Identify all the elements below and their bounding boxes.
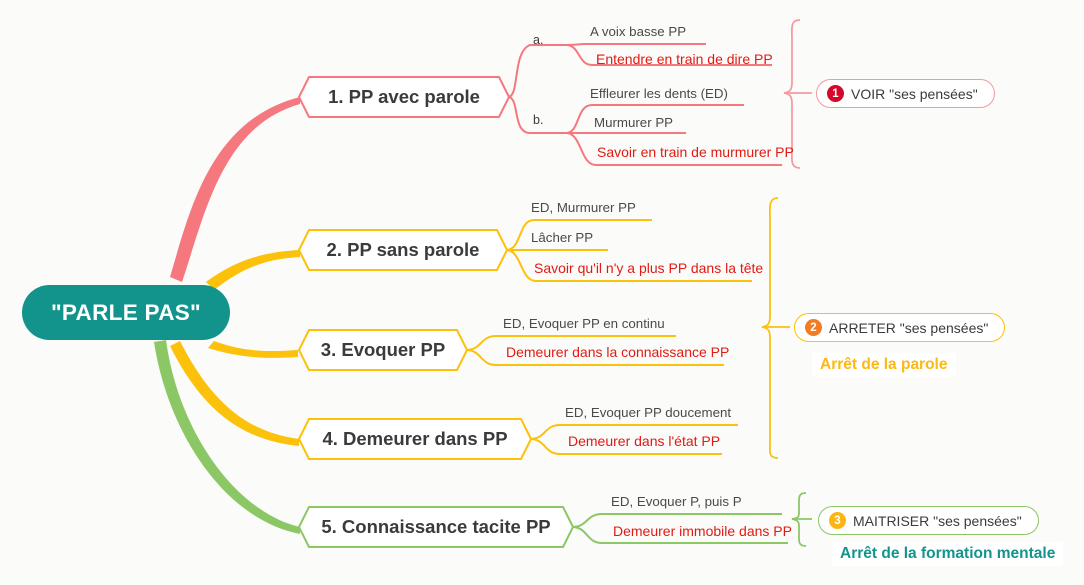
summary-badge-3: 3 xyxy=(829,512,846,529)
leaf-ed-murmurer-pp[interactable]: ED, Murmurer PP xyxy=(531,200,636,215)
root-connector-3 xyxy=(208,341,298,358)
leaf-savoir-plus-pp-dans-la-tete[interactable]: Savoir qu'il n'y a plus PP dans la tête xyxy=(534,260,764,276)
branch-node-1-label: 1. PP avec parole xyxy=(328,86,480,107)
summary-pill-arreter[interactable]: 2 ARRETER "ses pensées" xyxy=(794,313,1006,342)
branch-node-4-label: 4. Demeurer dans PP xyxy=(322,428,508,449)
root-connector-1 xyxy=(170,97,300,282)
summary-label-voir: VOIR "ses pensées" xyxy=(851,85,978,102)
caption-arret-de-la-parole: Arrêt de la parole xyxy=(812,353,956,377)
root-node-label: "PARLE PAS" xyxy=(50,299,202,325)
leaf-savoir-en-train-de-murmurer[interactable]: Savoir en train de murmurer PP xyxy=(597,144,794,160)
summary-label-arreter: ARRETER "ses pensées" xyxy=(829,319,989,336)
leaf-effleurer-les-dents[interactable]: Effleurer les dents (ED) xyxy=(590,86,728,101)
branch-1-group-b-marker: b. xyxy=(533,113,544,127)
summary-label-maitriser: MAITRISER "ses pensées" xyxy=(853,512,1022,529)
branch1-a-leaf1 xyxy=(565,43,706,46)
leaf-demeurer-dans-la-connaissance[interactable]: Demeurer dans la connaissance PP xyxy=(506,344,730,360)
leaf-ed-evoquer-p-puis-p[interactable]: ED, Evoquer P, puis P xyxy=(611,494,742,509)
summary-pill-voir[interactable]: 1 VOIR "ses pensées" xyxy=(816,79,995,108)
brace-3 xyxy=(791,492,807,547)
leaf-entendre-en-train-de-dire[interactable]: Entendre en train de dire PP xyxy=(596,51,773,67)
branch-node-5[interactable]: 5. Connaissance tacite PP xyxy=(298,506,574,548)
leaf-ed-evoquer-pp-doucement[interactable]: ED, Evoquer PP doucement xyxy=(565,405,732,420)
summary-badge-2: 2 xyxy=(805,319,822,336)
leaf-murmurer-pp[interactable]: Murmurer PP xyxy=(594,115,674,130)
caption-arret-formation-mentale: Arrêt de la formation mentale xyxy=(832,542,1064,566)
branch-node-1[interactable]: 1. PP avec parole xyxy=(298,76,510,118)
branch-1-group-a-marker: a. xyxy=(533,33,544,47)
leaf-a-voix-basse[interactable]: A voix basse PP xyxy=(590,24,687,39)
leaf-demeurer-dans-letat-pp[interactable]: Demeurer dans l'état PP xyxy=(568,433,721,449)
branch-node-3[interactable]: 3. Evoquer PP xyxy=(298,329,468,371)
branch-node-5-label: 5. Connaissance tacite PP xyxy=(321,516,551,537)
leaf-demeurer-immobile-dans-pp[interactable]: Demeurer immobile dans PP xyxy=(613,523,792,539)
leaf-ed-evoquer-pp-en-continu[interactable]: ED, Evoquer PP en continu xyxy=(503,316,665,331)
leaf-lacher-pp[interactable]: Lâcher PP xyxy=(531,230,594,245)
brace-2 xyxy=(761,197,779,459)
branch-node-4[interactable]: 4. Demeurer dans PP xyxy=(298,418,532,460)
summary-pill-maitriser[interactable]: 3 MAITRISER "ses pensées" xyxy=(818,506,1039,535)
root-connector-5 xyxy=(154,340,300,534)
branch-node-2-label: 2. PP sans parole xyxy=(326,239,480,260)
root-connector-4 xyxy=(170,341,299,446)
branch-node-3-label: 3. Evoquer PP xyxy=(320,339,446,360)
branch1-split-a xyxy=(507,44,570,98)
root-node[interactable]: "PARLE PAS" xyxy=(22,285,230,340)
summary-badge-1: 1 xyxy=(827,85,844,102)
branch-node-2[interactable]: 2. PP sans parole xyxy=(298,229,508,271)
root-connector-2 xyxy=(206,250,300,290)
